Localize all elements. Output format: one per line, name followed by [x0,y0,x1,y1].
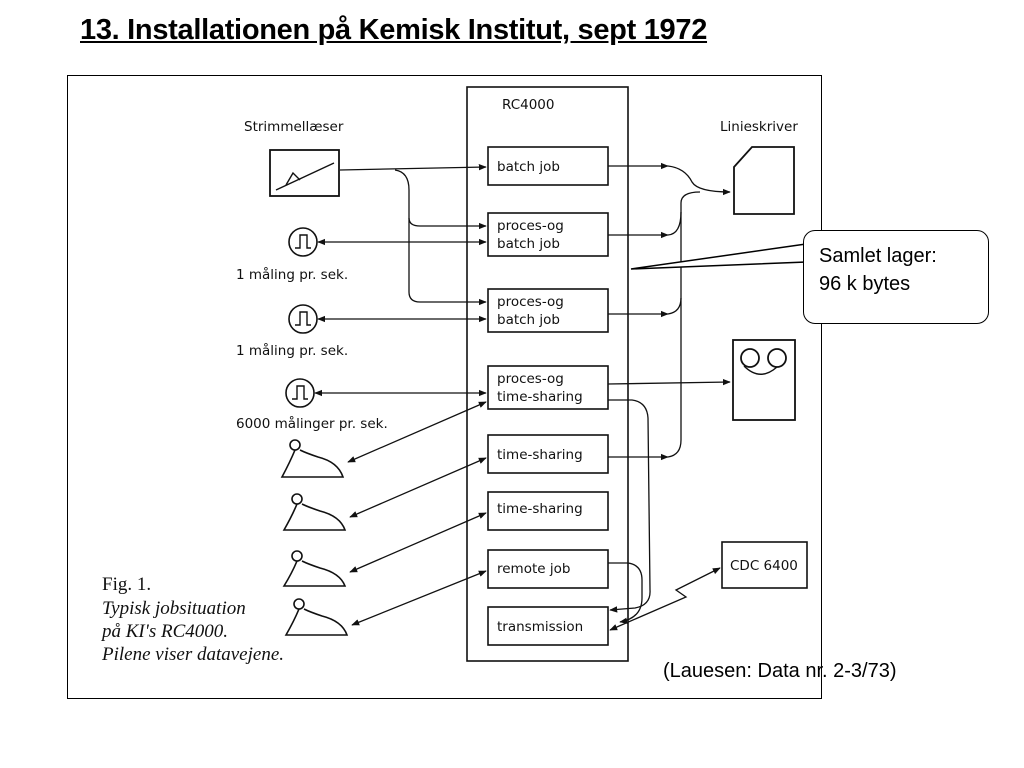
job-box-2-line2: batch job [497,236,560,252]
terminal-1-icon [280,439,345,478]
strimmel-label: Strimmellæser [244,119,344,135]
terminal-4-icon [284,598,349,636]
measurement-device-2-icon [288,304,318,334]
job-box-6-label: time-sharing [497,501,583,517]
line-printer-icon [733,146,795,215]
callout-line1: Samlet lager: [819,245,937,267]
job-box-6: time-sharing [487,491,609,531]
callout-line2: 96 k bytes [819,273,911,295]
linie-label: Linieskriver [720,119,798,135]
job-box-4: proces-og time-sharing [487,365,609,410]
fig-caption-line1: Typisk jobsituation [102,598,246,619]
job-box-1-label: batch job [497,159,560,175]
measurement-device-1-icon [288,227,318,257]
fig-caption-line2: på KI's RC4000. [100,621,228,642]
job-box-3-line1: proces-og [497,294,564,310]
fig-label: Fig. 1. [102,574,151,595]
rc4000-box [466,86,629,662]
cdc6400-label: CDC 6400 [730,558,798,574]
job-box-7: remote job [487,549,609,589]
job-box-7-label: remote job [497,561,570,577]
job-box-2-line1: proces-og [497,218,564,234]
memory-callout: Samlet lager: 96 k bytes [803,230,989,324]
rc4000-label: RC4000 [502,97,555,113]
meas-label-1: 1 måling pr. sek. [236,266,348,283]
job-box-2: proces-og batch job [487,212,609,257]
job-box-4-line2: time-sharing [497,389,583,405]
job-box-3: proces-og batch job [487,288,609,333]
job-box-5-label: time-sharing [497,447,583,463]
job-box-8-label: transmission [497,619,583,635]
job-box-1: batch job [487,146,609,186]
measurement-device-3-icon [285,378,315,408]
job-box-8: transmission [487,606,609,646]
fig-caption-line3: Pilene viser datavejene. [101,644,284,665]
cdc6400-box [721,541,808,589]
meas-label-3: 6000 målinger pr. sek. [236,415,388,432]
terminal-2-icon [282,493,347,531]
transmission-link [609,567,721,631]
job-box-4-line1: proces-og [497,371,564,387]
diagram-frame [67,75,822,699]
job-box-3-line2: batch job [497,312,560,328]
tape-station-icon [732,339,796,421]
terminal-3-icon [282,550,347,587]
slide-title: 13. Installationen på Kemisk Institut, s… [80,14,708,46]
job-box-5: time-sharing [487,434,609,474]
tape-reader-icon [269,149,340,197]
meas-label-2: 1 måling pr. sek. [236,342,348,359]
source-citation: (Lauesen: Data nr. 2-3/73) [663,660,897,682]
callout-pointer [630,243,807,270]
